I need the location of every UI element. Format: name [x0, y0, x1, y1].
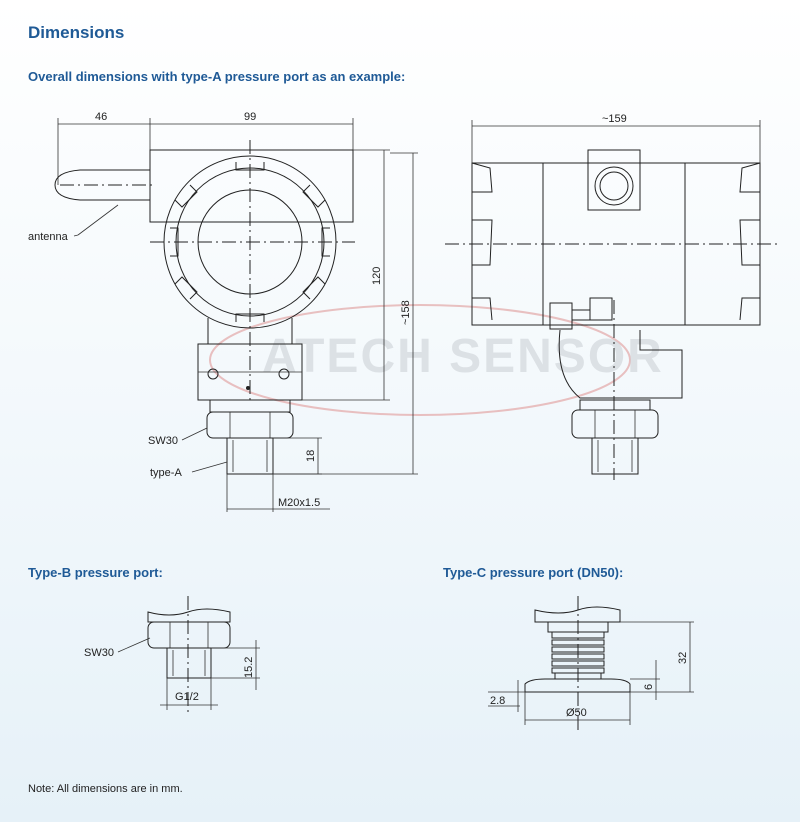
watermark-text: ATECH SENSOR: [262, 330, 664, 383]
front-view-drawing: 46 99 antenna: [28, 111, 418, 512]
type-c-drawing: 32 6 2.8 Ø50: [488, 596, 694, 730]
dim-diameter-50: Ø50: [566, 707, 587, 719]
dim-32: 32: [677, 652, 689, 664]
dim-99: 99: [244, 111, 256, 123]
dim-158: ~158: [400, 300, 412, 325]
type-b-heading: Type-B pressure port:: [28, 565, 163, 580]
label-thread-m20: M20x1.5: [278, 497, 320, 509]
dim-159: ~159: [602, 113, 627, 125]
side-view-drawing: ~159: [445, 113, 780, 480]
dim-15-2: 15.2: [243, 657, 255, 678]
dim-6: 6: [643, 684, 655, 690]
watermark: ATECH SENSOR: [209, 304, 664, 416]
units-note: Note: All dimensions are in mm.: [28, 783, 183, 795]
dim-46: 46: [95, 111, 107, 123]
label-sw30-front: SW30: [148, 435, 178, 447]
dim-120: 120: [371, 267, 383, 285]
dim-18: 18: [305, 450, 317, 462]
label-type-a: type-A: [150, 467, 182, 479]
type-b-drawing: SW30 15.2 G1/2: [84, 596, 260, 712]
dim-2-8: 2.8: [490, 695, 505, 707]
label-sw30-type-b: SW30: [84, 647, 114, 659]
type-c-heading: Type-C pressure port (DN50):: [443, 565, 624, 580]
page-title: Dimensions: [28, 23, 125, 42]
label-thread-g12: G1/2: [175, 691, 199, 703]
label-antenna: antenna: [28, 231, 69, 243]
section-subtitle: Overall dimensions with type-A pressure …: [28, 69, 406, 84]
